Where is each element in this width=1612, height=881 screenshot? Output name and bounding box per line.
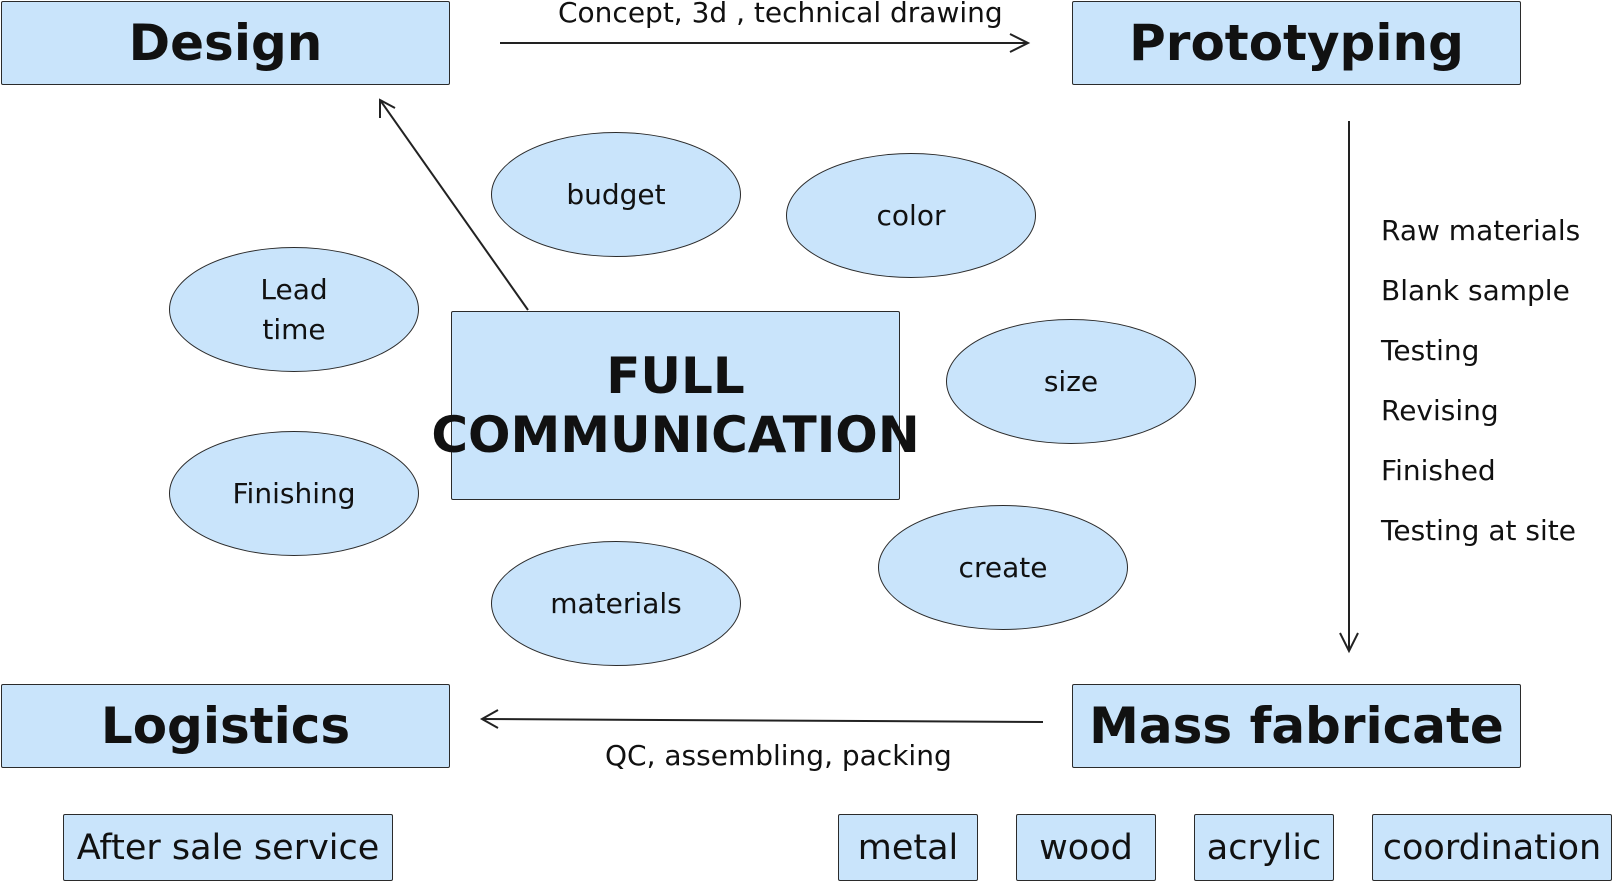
lead-time-line1: Lead — [260, 272, 328, 306]
acrylic-label: acrylic — [1206, 827, 1322, 868]
arrow-design-to-prototyping — [500, 33, 1031, 53]
create-label: create — [958, 550, 1048, 584]
after-sale-service-box: After sale service — [63, 814, 393, 881]
lead-time-ellipse: Lead time — [169, 247, 419, 372]
create-ellipse: create — [878, 505, 1128, 630]
budget-label: budget — [566, 177, 666, 211]
step-raw-materials: Raw materials — [1381, 214, 1581, 247]
design-label: Design — [128, 14, 323, 72]
mass-to-logistics-label: QC, assembling, packing — [605, 739, 952, 772]
logistics-box: Logistics — [1, 684, 450, 768]
finishing-label: Finishing — [232, 476, 356, 510]
step-testing: Testing — [1381, 334, 1480, 367]
metal-label: metal — [857, 827, 959, 868]
size-ellipse: size — [946, 319, 1196, 444]
full-communication-line1: FULL — [606, 346, 745, 405]
step-blank-sample: Blank sample — [1381, 274, 1570, 307]
after-sale-service-label: After sale service — [76, 827, 380, 868]
prototyping-steps-list: Raw materials Blank sample Testing Revis… — [1381, 209, 1580, 569]
prototyping-box: Prototyping — [1072, 1, 1521, 85]
arrow-mass-fabricate-to-logistics — [479, 709, 1044, 729]
lead-time-line2: time — [262, 312, 326, 346]
size-label: size — [1043, 364, 1099, 398]
color-ellipse: color — [786, 153, 1036, 278]
arrow-communication-to-design — [379, 98, 529, 311]
coordination-box: coordination — [1372, 814, 1612, 881]
logistics-label: Logistics — [100, 697, 351, 755]
wood-box: wood — [1016, 814, 1156, 881]
prototyping-label: Prototyping — [1129, 14, 1464, 72]
mass-fabricate-box: Mass fabricate — [1072, 684, 1521, 768]
wood-label: wood — [1039, 827, 1133, 868]
mass-fabricate-label: Mass fabricate — [1089, 697, 1504, 755]
materials-ellipse: materials — [491, 541, 741, 666]
color-label: color — [876, 198, 946, 232]
coordination-label: coordination — [1382, 827, 1602, 868]
full-communication-line2: COMMUNICATION — [431, 405, 920, 464]
design-to-prototyping-label: Concept, 3d , technical drawing — [558, 0, 1003, 29]
acrylic-box: acrylic — [1194, 814, 1334, 881]
full-communication-box: FULL COMMUNICATION — [431, 311, 920, 500]
step-revising: Revising — [1381, 394, 1499, 427]
budget-ellipse: budget — [491, 132, 741, 257]
finishing-ellipse: Finishing — [169, 431, 419, 556]
materials-label: materials — [550, 586, 682, 620]
step-testing-at-site: Testing at site — [1381, 514, 1576, 547]
metal-box: metal — [838, 814, 978, 881]
design-box: Design — [1, 1, 450, 85]
arrow-prototyping-to-mass-fabricate — [1339, 121, 1359, 654]
step-finished: Finished — [1381, 454, 1496, 487]
